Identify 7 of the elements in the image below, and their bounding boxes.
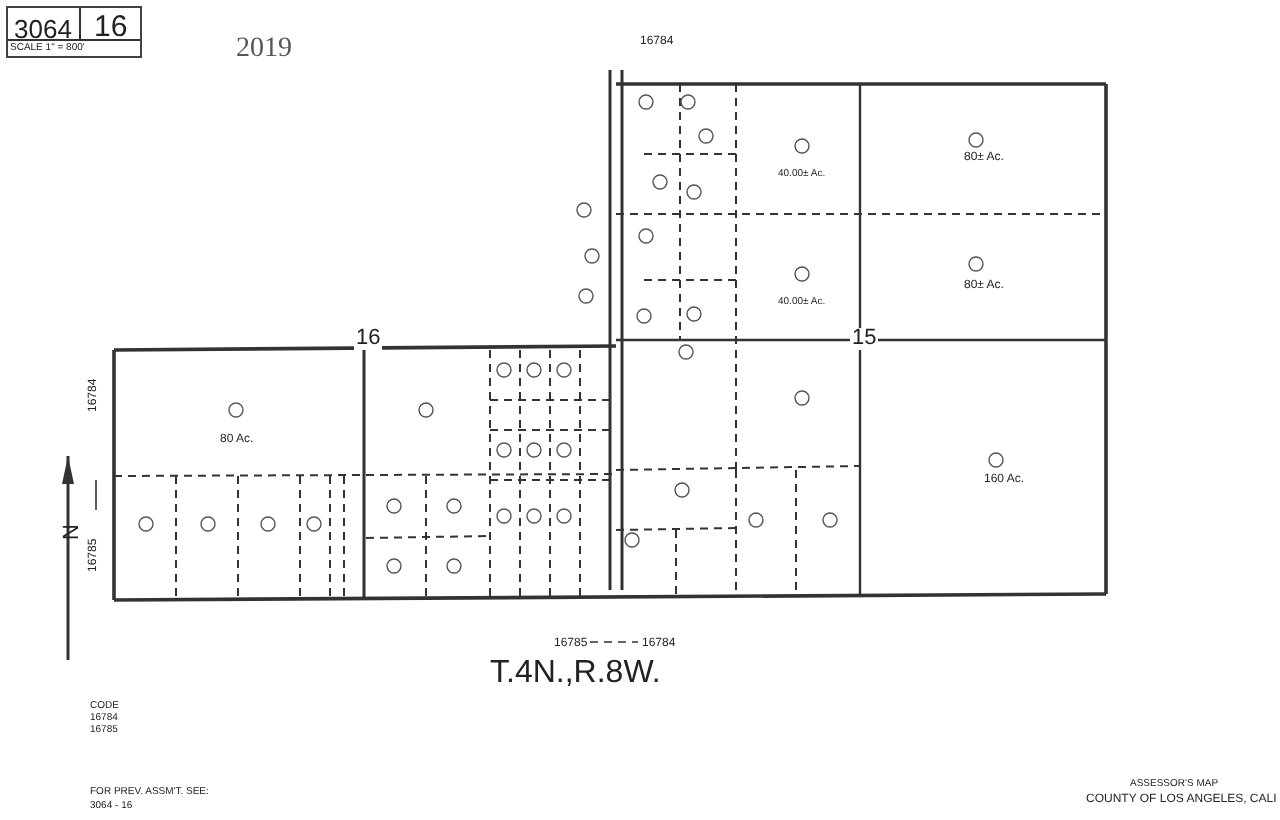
north-label: N	[62, 524, 84, 540]
year-label: 2019	[236, 36, 292, 64]
section-number: 15	[850, 328, 879, 350]
section-number: 16	[354, 328, 383, 350]
page-number: 16	[94, 12, 128, 42]
map-number: 3064	[14, 16, 72, 42]
township-range-label: T.4N.,R.8W.	[490, 658, 661, 690]
